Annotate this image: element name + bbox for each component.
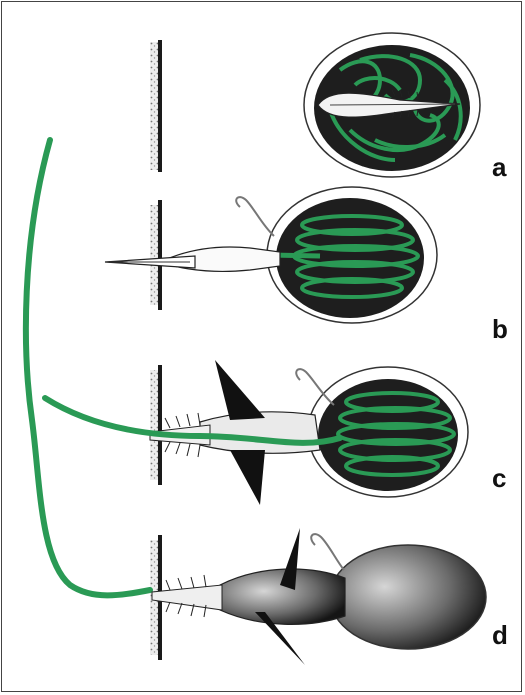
panel-label-c: c xyxy=(492,465,506,491)
capsule-a xyxy=(304,33,480,177)
panel-label-a: a xyxy=(492,154,506,180)
panel-label-d: d xyxy=(492,622,508,648)
capsule-d xyxy=(152,528,486,665)
capsule-c xyxy=(45,360,468,505)
panel-label-b: b xyxy=(492,316,508,342)
discharged-thread xyxy=(26,140,150,595)
substrate-wall xyxy=(150,40,162,660)
